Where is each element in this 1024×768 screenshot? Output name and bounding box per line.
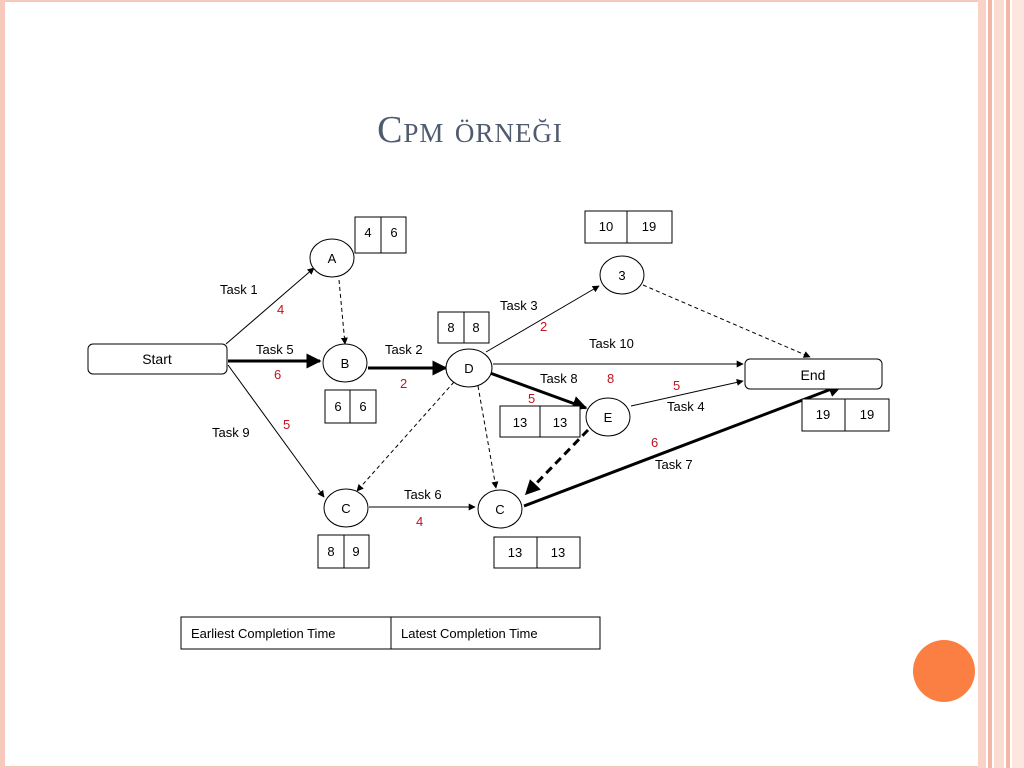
right-stripe — [988, 0, 992, 768]
accent-dot — [913, 640, 975, 702]
task-duration: 4 — [277, 302, 284, 317]
frame-bottom-border — [0, 766, 980, 768]
frame-left-border — [0, 0, 5, 768]
time-earliest: 6 — [334, 399, 341, 414]
time-earliest: 13 — [513, 415, 527, 430]
edge-a-b-dummy — [338, 279, 348, 345]
task-label: Task 3 — [500, 298, 538, 313]
task-duration: 6 — [274, 367, 281, 382]
times-box-a: 4 6 — [354, 216, 407, 254]
edge-task7 — [523, 382, 844, 508]
time-latest: 13 — [553, 415, 567, 430]
right-stripe — [978, 0, 986, 768]
times-box-c-mid: 13 13 — [493, 536, 581, 569]
edge-task3 — [485, 285, 600, 353]
task-label: Task 10 — [589, 336, 634, 351]
node-b-label: B — [341, 356, 350, 371]
right-stripe — [1012, 0, 1024, 768]
node-b: B — [322, 343, 368, 383]
time-latest: 9 — [352, 544, 359, 559]
task-label: Task 2 — [385, 342, 423, 357]
task-label: Task 5 — [256, 342, 294, 357]
time-earliest: 4 — [364, 225, 371, 240]
edges — [225, 267, 844, 511]
node-d: D — [445, 348, 493, 388]
time-earliest: 8 — [447, 320, 454, 335]
task-duration: 5 — [528, 391, 535, 406]
times-box-c-left: 8 9 — [317, 534, 370, 569]
node-c-mid-label: C — [495, 502, 504, 517]
edge-e-cmid-dummy — [524, 428, 590, 496]
time-latest: 19 — [642, 219, 656, 234]
node-e-label: E — [604, 410, 613, 425]
node-d-label: D — [464, 361, 473, 376]
node-a: A — [309, 238, 355, 278]
node-c-left: C — [323, 488, 369, 528]
legend-box: Earliest Completion Time Latest Completi… — [180, 616, 601, 650]
node-a-label: A — [328, 251, 337, 266]
node-3-label: 3 — [618, 268, 625, 283]
times-box-end: 19 19 — [801, 398, 890, 432]
task-label: Task 4 — [667, 399, 705, 414]
times-box-d: 8 8 — [437, 311, 490, 344]
slide-title: Cpm örneği — [377, 109, 563, 151]
time-latest: 6 — [359, 399, 366, 414]
legend-earliest: Earliest Completion Time — [191, 626, 336, 641]
task-duration: 5 — [283, 417, 290, 432]
task-label: Task 7 — [655, 457, 693, 472]
node-end-label: End — [801, 367, 826, 383]
node-start-label: Start — [142, 351, 172, 367]
task-duration: 6 — [651, 435, 658, 450]
edge-task1 — [225, 267, 315, 345]
node-end: End — [744, 358, 883, 390]
task-duration: 2 — [540, 319, 547, 334]
edge-3-end-dummy — [642, 284, 811, 358]
edge-d-cleft-dummy — [356, 381, 455, 492]
task-label: Task 8 — [540, 371, 578, 386]
task-duration: 5 — [673, 378, 680, 393]
frame-top-border — [0, 0, 980, 2]
time-earliest: 13 — [508, 545, 522, 560]
time-latest: 19 — [860, 407, 874, 422]
node-e: E — [585, 397, 631, 437]
task-duration: 2 — [400, 376, 407, 391]
time-earliest: 8 — [327, 544, 334, 559]
task-durations: 4 6 5 2 2 8 5 5 6 4 — [274, 302, 680, 529]
node-start: Start — [87, 343, 228, 375]
time-earliest: 10 — [599, 219, 613, 234]
node-c-left-label: C — [341, 501, 350, 516]
times-box-e: 13 13 — [499, 405, 581, 438]
time-latest: 13 — [551, 545, 565, 560]
edge-d-cmid-dummy — [477, 385, 499, 489]
time-latest: 6 — [390, 225, 397, 240]
task-label: Task 6 — [404, 487, 442, 502]
edge-task4 — [630, 378, 744, 407]
task-duration: 4 — [416, 514, 423, 529]
legend-latest: Latest Completion Time — [401, 626, 538, 641]
task-labels: Task 1 Task 5 Task 9 Task 2 Task 3 Task … — [212, 282, 705, 502]
times-box-b: 6 6 — [324, 389, 377, 424]
edge-task8 — [489, 371, 588, 411]
right-stripe — [1006, 0, 1010, 768]
time-earliest: 19 — [816, 407, 830, 422]
task-label: Task 1 — [220, 282, 258, 297]
time-latest: 8 — [472, 320, 479, 335]
edge-task9 — [227, 364, 325, 498]
node-c-mid: C — [477, 489, 523, 529]
times-box-3: 10 19 — [584, 210, 673, 244]
task-label: Task 9 — [212, 425, 250, 440]
task-duration: 8 — [607, 371, 614, 386]
node-3: 3 — [599, 255, 645, 295]
right-stripe — [994, 0, 1004, 768]
